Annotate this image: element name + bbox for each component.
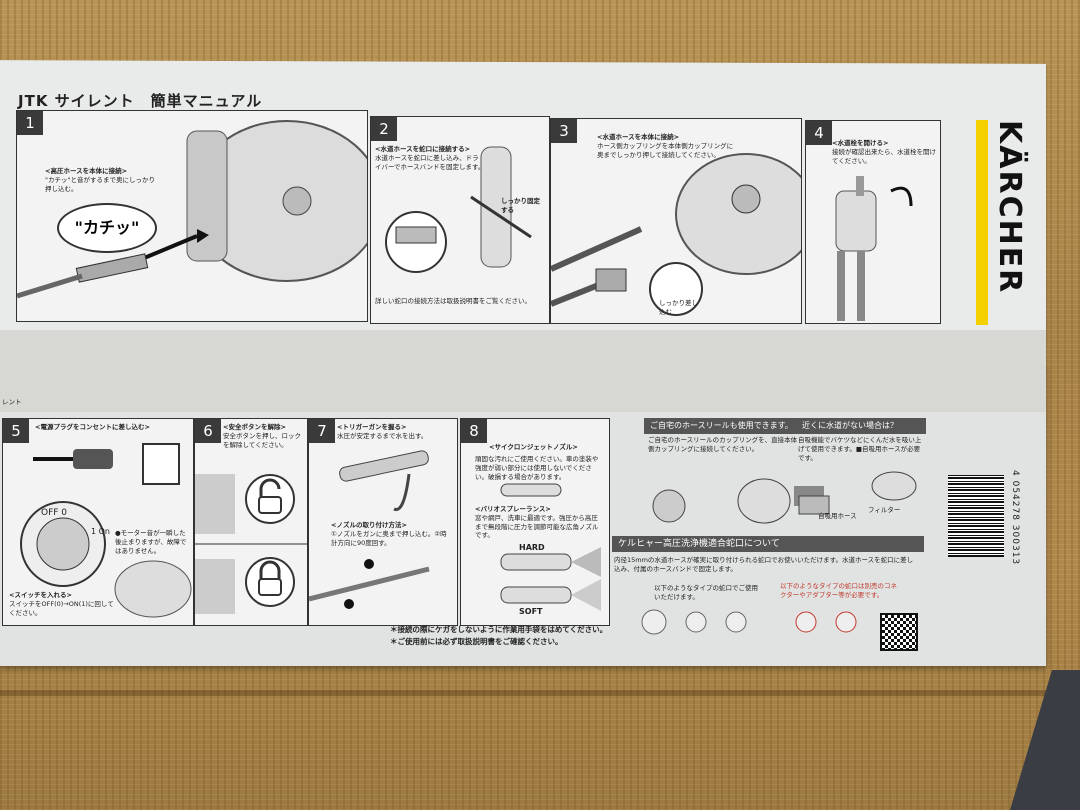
- reel-illustration: [652, 471, 917, 524]
- step-sub-heading: <スイッチを入れる>: [9, 591, 72, 599]
- step-text: 水道ホースを蛇口に差し込み、ドライバーでホースバンドを固定します。: [375, 153, 485, 171]
- barcode-number: 4 054278 300313: [1010, 470, 1020, 566]
- lock-illustration: [195, 474, 307, 614]
- tatami-border: [0, 690, 1080, 696]
- faucet-heading: ケルヒャー高圧洗浄機適合蛇口について: [612, 536, 924, 552]
- step-2-panel: 2 <水道ホースを蛇口に接続する> 水道ホースを蛇口に差し込み、ドライバーでホー…: [370, 116, 550, 324]
- step-sub-heading: <ノズルの取り付け方法>: [331, 521, 407, 529]
- brand-logo: KÄRCHER: [976, 120, 1027, 330]
- hard-label: HARD: [519, 543, 545, 552]
- no-tap-heading: 近くに水道がない場合は？: [796, 418, 926, 434]
- brand-name: KÄRCHER: [992, 120, 1027, 295]
- step-heading: <サイクロンジェットノズル>: [489, 443, 578, 451]
- faucet-illustration: [385, 146, 532, 273]
- click-callout: "カチッ": [57, 203, 157, 253]
- step-number: 3: [551, 119, 577, 143]
- step-text: 接続が確認出来たら、水道栓を開けてください。: [832, 147, 936, 165]
- faucet-text: 内径15mmの水道ホースが確実に取り付けられる蛇口でお使いいただけます。水道ホー…: [614, 556, 914, 573]
- step-heading: <高圧ホースを本体に接続>: [45, 167, 128, 175]
- step-number: 4: [806, 121, 832, 145]
- tape-strip: [0, 330, 1046, 412]
- step-text: 頑固な汚れにご使用ください。車の塗装や強度が弱い部分には使用しないでください。破…: [475, 455, 599, 481]
- step-text: "カチッ"と音がするまで奥にしっかり押し込む。: [45, 175, 155, 193]
- note-gloves: ＊接続の際にケガをしないように作業用手袋をはめてください。: [390, 625, 608, 634]
- step-heading: <水道栓を開ける>: [832, 139, 889, 147]
- step-sub-heading: <バリオスプレーランス>: [475, 505, 551, 513]
- step-text: 水圧が安定するまで水を出す。: [337, 431, 428, 440]
- step-text: ホース側カップリングを本体側カップリングに奥までしっかり押して接続してください。: [597, 141, 734, 159]
- no-tap-text: 自吸機能でバケツなどにくんだ水を吸い上げて使用できます。■自吸用ホースが必要です…: [798, 436, 922, 462]
- insert-label: しっかり差し込む: [659, 299, 698, 316]
- dial-off-label: OFF 0: [41, 508, 68, 518]
- coupling-illustration: [551, 153, 801, 316]
- soft-label: SOFT: [519, 607, 543, 616]
- step-6-panel: 6 <安全ボタンを解除> 安全ボタンを押し、ロックを解除してください。: [194, 418, 308, 626]
- step-number: 6: [195, 419, 221, 443]
- brand-yellow-bar: [976, 120, 988, 325]
- nozzle-illustration: [500, 483, 601, 611]
- reel-text: ご自宅のホースリールのカップリングを、直接本体側カップリングに接続してください。: [648, 436, 798, 453]
- tap-open-illustration: [835, 176, 913, 321]
- step-number: 2: [371, 117, 397, 141]
- step-number: 1: [17, 111, 43, 135]
- step-heading: <トリガーガンを握る>: [337, 423, 407, 431]
- box-fold-text: レント: [2, 398, 22, 406]
- qr-code: [880, 613, 918, 651]
- step-3-panel: 3 <水道ホースを本体に接続> ホース側カップリングを本体側カップリングに奥まで…: [550, 118, 802, 324]
- machine-illustration: [17, 120, 367, 299]
- faucet-ok-text: 以下のようなタイプの蛇口でご使用いただけます。: [654, 584, 758, 601]
- faucet-warn-text: 以下のようなタイプの蛇口は別売のコネクターやアダプター等が必要です。: [780, 582, 897, 599]
- step-4-panel: 4 <水道栓を開ける> 接続が確認出来たら、水道栓を開けてください。: [805, 120, 941, 324]
- step-text: ●モーター音が一瞬した後止まりますが、故障ではありません。: [115, 529, 187, 555]
- step-sub-text: スイッチをOFF(0)→ON(1)に回してください。: [9, 599, 114, 617]
- plug-and-dial-illustration: [20, 443, 192, 618]
- step-sub-text: 窓や網戸、洗車に最適です。強圧から高圧まで無段階に圧力を調節可能な広角ノズルです…: [475, 513, 599, 540]
- step-7-panel: 7 <トリガーガンを握る> 水圧が安定するまで水を出す。 <ノズルの取り付け方法…: [308, 418, 458, 626]
- step-5-panel: 5 <電源プラグをコンセントに差し込む> OFF 0 1 On ●モーター音が一…: [2, 418, 194, 626]
- step-heading: <水道ホースを蛇口に接続する>: [375, 145, 471, 153]
- fixed-label: しっかり固定する: [501, 197, 540, 214]
- step-footer: 詳しい蛇口の接続方法は取扱説明書をご覧ください。: [375, 297, 531, 305]
- note-manual: ＊ご使用前には必ず取扱説明書をご確認ください。: [390, 637, 563, 646]
- dial-on-label: 1 On: [91, 527, 110, 536]
- step-number: 8: [461, 419, 487, 443]
- step-heading: <水道ホースを本体に接続>: [597, 133, 680, 141]
- step-heading: <安全ボタンを解除>: [223, 423, 286, 431]
- reel-heading: ご自宅のホースリールも使用できます。: [644, 418, 796, 434]
- step-sub-text: ①ノズルをガンに奥まで押し込む。②時計方向に90度回す。: [331, 529, 447, 547]
- barcode: [948, 475, 1004, 557]
- filter-label: フィルター: [868, 506, 901, 514]
- trigger-gun-illustration: [309, 450, 430, 609]
- step-8-panel: 8 <サイクロンジェットノズル> 頑固な汚れにご使用ください。車の塗装や強度が弱…: [460, 418, 610, 626]
- manual-title: JTK サイレント 簡単マニュアル: [18, 92, 263, 110]
- step-text: 安全ボタンを押し、ロックを解除してください。: [223, 431, 301, 449]
- hose-label: 自吸用ホース: [818, 512, 857, 520]
- step-heading: <電源プラグをコンセントに差し込む>: [35, 423, 150, 431]
- step-number: 7: [309, 419, 335, 443]
- faucet-types-illustration: [641, 609, 857, 635]
- step-number: 5: [3, 419, 29, 443]
- step-1-panel: 1 <高圧ホースを本体に接続> "カチッ"と音がするまで奥にしっかり押し込む。 …: [16, 110, 368, 322]
